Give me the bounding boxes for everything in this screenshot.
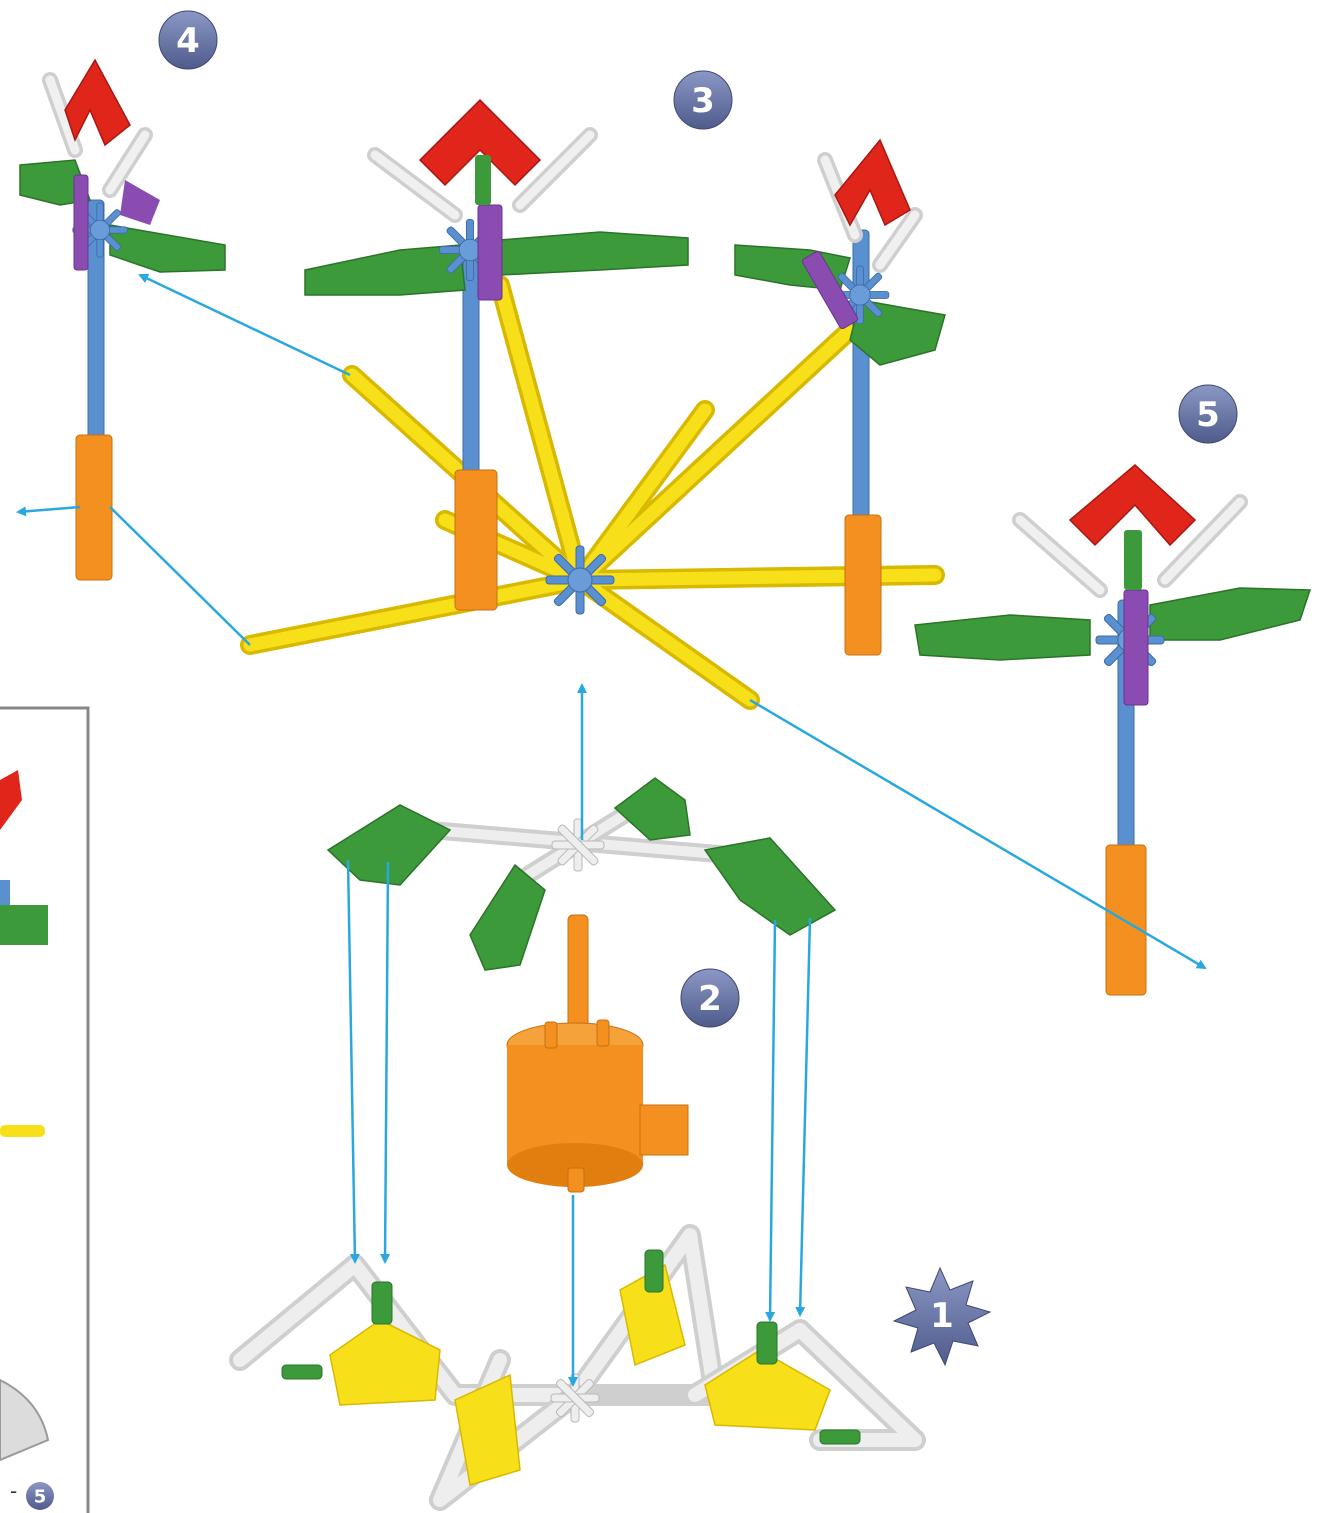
base-assembly [229, 1224, 926, 1511]
inset-step-badge: 5 [26, 1482, 54, 1510]
step-badge-2: 2 [680, 968, 740, 1028]
step-badge-5: 5 [1178, 384, 1238, 444]
inset-dash: - [10, 1479, 17, 1503]
svg-text:3: 3 [691, 81, 715, 121]
seat-arm-4 [19, 58, 226, 581]
step-badge-1-starburst: 1 [892, 1266, 992, 1367]
step-badge-4: 4 [158, 10, 218, 70]
assembly-arrows [16, 273, 1207, 1387]
svg-text:1: 1 [930, 1296, 954, 1336]
central-hub-assembly [240, 275, 945, 710]
svg-text:5: 5 [34, 1487, 47, 1508]
motor-assembly [326, 777, 837, 1193]
svg-text:4: 4 [176, 21, 200, 61]
step-badge-3: 3 [673, 70, 733, 130]
inset-panel: - 5 [0, 706, 90, 1513]
svg-text:2: 2 [698, 979, 722, 1019]
seat-arm-top-right [734, 138, 946, 656]
seat-arm-5 [914, 464, 1312, 996]
seat-arm-top-middle [304, 98, 689, 611]
svg-text:5: 5 [1196, 395, 1220, 435]
